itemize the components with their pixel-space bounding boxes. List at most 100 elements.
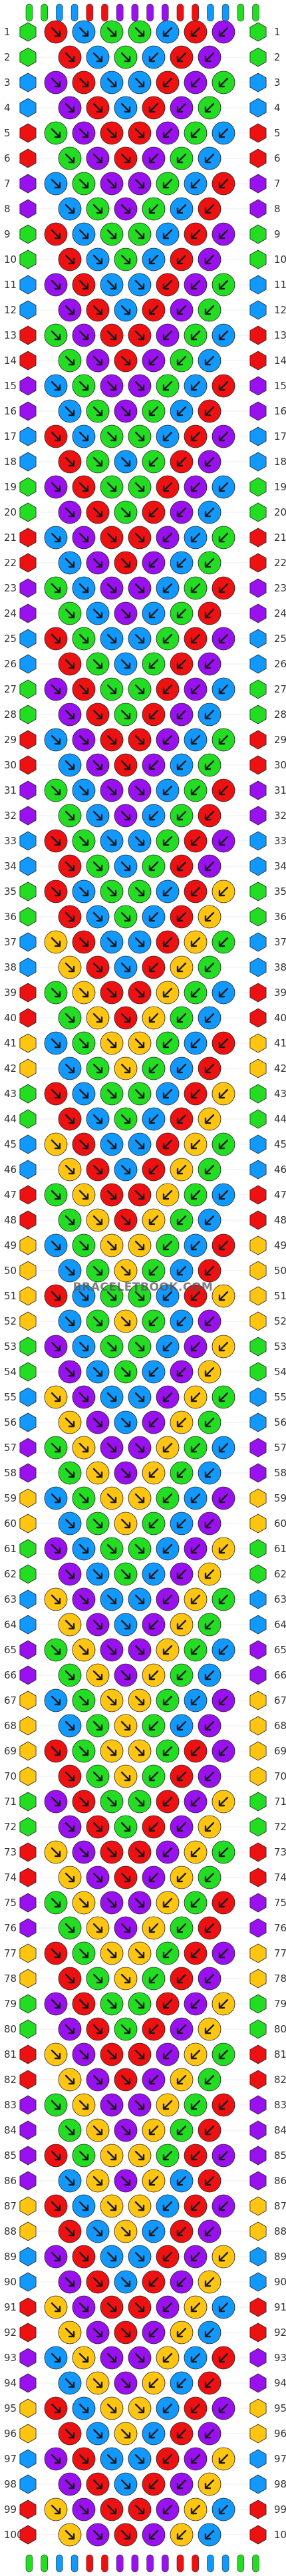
arrow-icon bbox=[162, 1948, 173, 1959]
arrow-icon bbox=[92, 2024, 103, 2034]
knot bbox=[212, 576, 235, 600]
knot bbox=[198, 247, 221, 271]
arrow-icon bbox=[162, 937, 173, 947]
knot bbox=[184, 273, 208, 297]
edge-hex-icon bbox=[19, 1867, 37, 1887]
arrow-icon bbox=[162, 1190, 173, 1200]
arrow-icon bbox=[120, 911, 131, 922]
arrow-icon bbox=[106, 1543, 117, 1554]
arrow-icon bbox=[134, 1645, 145, 1655]
arrow-icon bbox=[218, 1543, 229, 1554]
arrow-icon bbox=[218, 1240, 229, 1251]
row-number-left: 87 bbox=[4, 2200, 17, 2212]
arrow-icon bbox=[176, 2428, 187, 2439]
edge-hex-icon bbox=[249, 275, 267, 295]
knot bbox=[170, 955, 194, 979]
knot bbox=[72, 121, 96, 145]
arrow-icon bbox=[190, 2352, 201, 2363]
arrow-icon bbox=[218, 431, 229, 442]
knot bbox=[170, 1815, 194, 1839]
arrow-icon bbox=[92, 709, 103, 720]
knot bbox=[170, 1916, 194, 1940]
knot bbox=[128, 273, 152, 297]
arrow-icon bbox=[51, 1847, 61, 1857]
arrow-icon bbox=[106, 229, 117, 240]
knot bbox=[170, 1208, 194, 1232]
arrow-icon bbox=[51, 27, 61, 37]
knot bbox=[156, 1335, 180, 1359]
knot bbox=[86, 2219, 110, 2243]
knot bbox=[142, 703, 166, 726]
knot bbox=[100, 1132, 124, 1156]
arrow-icon bbox=[190, 1038, 201, 1048]
arrow-icon bbox=[204, 2378, 215, 2388]
edge-hex-icon bbox=[249, 224, 267, 244]
knot bbox=[114, 1158, 138, 1182]
arrow-icon bbox=[51, 836, 61, 846]
arrow-icon bbox=[78, 2100, 89, 2110]
arrow-icon bbox=[190, 886, 201, 897]
knot bbox=[72, 1284, 96, 1308]
arrow-icon bbox=[190, 2403, 201, 2414]
knot bbox=[114, 2321, 138, 2344]
arrow-icon bbox=[176, 52, 187, 63]
string-tail-bottom bbox=[192, 2554, 200, 2573]
arrow-icon bbox=[162, 1999, 173, 2009]
arrow-icon bbox=[204, 2277, 215, 2287]
knot bbox=[156, 2194, 180, 2218]
arrow-icon bbox=[204, 2479, 215, 2490]
arrow-icon bbox=[204, 760, 215, 770]
arrow-icon bbox=[176, 2277, 187, 2287]
edge-hex-icon bbox=[249, 2297, 267, 2317]
arrow-icon bbox=[204, 861, 215, 872]
arrow-icon bbox=[51, 1746, 61, 1756]
row-number-right: 85 bbox=[274, 2150, 286, 2162]
row-number-right: 19 bbox=[274, 481, 286, 493]
arrow-icon bbox=[106, 27, 117, 37]
row-number-right: 84 bbox=[274, 2124, 286, 2136]
arrow-icon bbox=[190, 1594, 201, 1605]
arrow-icon bbox=[65, 406, 75, 416]
arrow-icon bbox=[65, 1316, 75, 1327]
knot bbox=[100, 627, 124, 651]
arrow-icon bbox=[204, 2529, 215, 2540]
edge-hex-icon bbox=[249, 831, 267, 851]
knot bbox=[86, 349, 110, 373]
knot bbox=[114, 1663, 138, 1687]
knot bbox=[198, 2523, 221, 2547]
arrow-icon bbox=[78, 532, 89, 543]
arrow-icon bbox=[78, 178, 89, 189]
arrow-icon bbox=[92, 2378, 103, 2388]
row-number-left: 69 bbox=[4, 1745, 17, 1757]
arrow-icon bbox=[190, 1341, 201, 1352]
knot bbox=[198, 652, 221, 676]
knot bbox=[142, 2017, 166, 2041]
edge-hex-icon bbox=[19, 1665, 37, 1685]
knot bbox=[170, 146, 194, 170]
arrow-icon bbox=[176, 2327, 187, 2338]
knot bbox=[44, 2497, 68, 2521]
knot bbox=[156, 627, 180, 651]
knot bbox=[128, 1031, 152, 1055]
knot bbox=[44, 981, 68, 1005]
arrow-icon bbox=[120, 1063, 131, 1074]
arrow-icon bbox=[65, 962, 75, 973]
arrow-icon bbox=[92, 52, 103, 63]
arrow-icon bbox=[162, 1796, 173, 1807]
arrow-icon bbox=[218, 1695, 229, 1706]
knot bbox=[170, 1006, 194, 1030]
knot bbox=[184, 2346, 208, 2370]
knot bbox=[114, 753, 138, 777]
arrow-icon bbox=[176, 1973, 187, 1984]
knot bbox=[44, 1790, 68, 1814]
arrow-icon bbox=[134, 684, 145, 695]
knot bbox=[86, 2270, 110, 2294]
row-number-left: 35 bbox=[4, 886, 17, 897]
knot bbox=[212, 1638, 235, 1662]
knot bbox=[212, 1486, 235, 1510]
arrow-icon bbox=[176, 2175, 187, 2186]
string-tail-bottom bbox=[131, 2554, 139, 2573]
knot bbox=[72, 627, 96, 651]
arrow-icon bbox=[120, 1822, 131, 1832]
